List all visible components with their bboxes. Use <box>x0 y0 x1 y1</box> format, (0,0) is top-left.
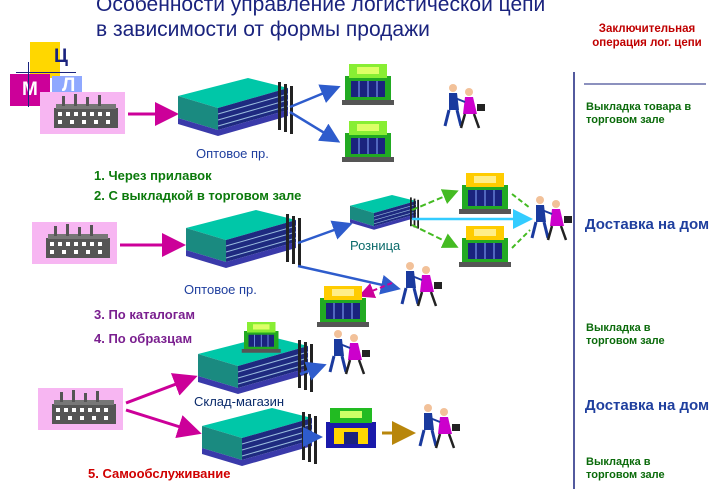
label-wholesale-top: Оптовое пр. <box>196 146 269 161</box>
sidebar-header: Заключительная операция лог. цепи <box>592 23 702 49</box>
sidebar-item-5: Выкладка в торговом зале <box>586 456 665 481</box>
sidebar-item-1: Выкладка товара в торговом зале <box>586 101 692 126</box>
wholesale-warehouse-icon <box>185 209 302 269</box>
supermarket-icon <box>326 408 376 448</box>
method-1: 1. Через прилавок <box>94 168 212 183</box>
factory-icon <box>32 222 117 264</box>
sidebar-item-4: Доставка на дом <box>584 397 710 414</box>
customers-icon <box>530 194 574 242</box>
label-retail: Розница <box>350 238 401 253</box>
label-warehouse-store: Склад-магазин <box>194 394 285 409</box>
factory-icon <box>40 92 125 134</box>
logo-letter-m: М <box>22 79 38 100</box>
wholesale-warehouse-icon <box>177 77 294 137</box>
sidebar-item-2: Доставка на дом <box>584 216 710 233</box>
customers-icon <box>443 82 487 130</box>
logo: Ц М Л <box>8 42 88 112</box>
method-2: 2. С выкладкой в торговом зале <box>94 188 302 203</box>
label-wholesale-mid: Оптовое пр. <box>184 282 257 297</box>
sidebar-item-3: Выкладка в торговом зале <box>586 322 665 347</box>
title-line-1: Особенности управление логистической цеп… <box>96 0 546 16</box>
page-title: Особенности управление логистической цеп… <box>96 0 545 42</box>
shop-icon <box>458 172 512 215</box>
method-5: 5. Самообслуживание <box>88 466 231 481</box>
title-line-2: в зависимости от формы продажи <box>96 18 430 41</box>
method-4: 4. По образцам <box>94 331 193 346</box>
method-3: 3. По каталогам <box>94 307 195 322</box>
logo-letter-l: Л <box>62 75 76 96</box>
customers-icon <box>418 402 462 450</box>
factory-icon <box>38 388 123 430</box>
shop-icon <box>341 120 395 163</box>
customers-icon <box>400 260 444 308</box>
shop-icon <box>241 321 282 354</box>
shop-icon <box>316 285 370 328</box>
customers-icon <box>328 328 372 376</box>
store-warehouse-icon <box>201 407 318 467</box>
shop-icon <box>341 63 395 106</box>
retail-warehouse-icon <box>349 194 420 231</box>
logo-letter-c: Ц <box>54 46 68 67</box>
shop-icon <box>458 225 512 268</box>
